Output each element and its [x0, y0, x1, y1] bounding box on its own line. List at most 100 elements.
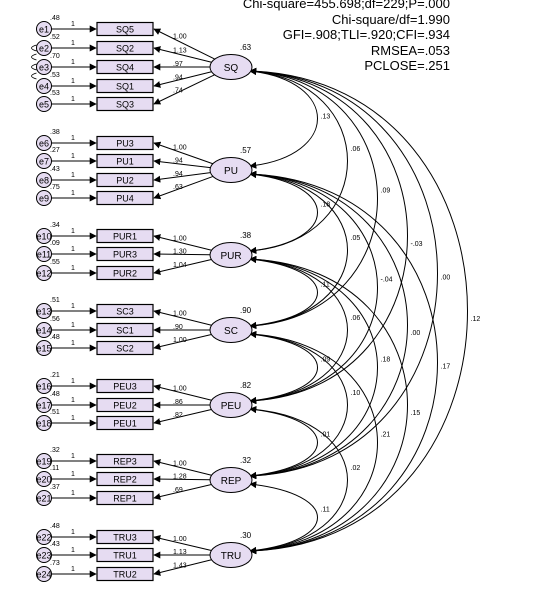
error-variance-label: .51 — [50, 409, 60, 416]
covariance-layer: .13.06.09-.03.00.12.18.05-.04.00.17.11.0… — [249, 67, 480, 555]
error-term-label: e23 — [36, 551, 51, 561]
covariance-label: .11 — [321, 507, 330, 514]
loading-arrow — [153, 46, 212, 63]
latent-ellipse — [209, 157, 253, 183]
indicator-label: SQ3 — [116, 100, 134, 110]
error-variance-label: .48 — [50, 334, 60, 341]
error-term-label: e20 — [36, 475, 51, 485]
error-path-label: 1 — [71, 471, 75, 478]
error-variance-label: .52 — [50, 34, 60, 41]
error-term-label: e1 — [39, 25, 49, 35]
loading-arrow — [153, 384, 212, 401]
latent-variance-label: .32 — [240, 456, 252, 465]
covariance-arrow — [249, 171, 318, 254]
loading-label: 1.00 — [173, 145, 187, 152]
loading-arrow — [153, 141, 214, 165]
covariance-label: .01 — [321, 432, 331, 439]
error-variance-label: .27 — [50, 147, 60, 154]
error-variance-label: .53 — [50, 90, 60, 97]
covariance-arrow — [249, 67, 468, 555]
loading-label: 1.30 — [173, 248, 187, 255]
error-term-circle — [36, 96, 52, 112]
loading-arrow — [153, 250, 211, 258]
error-variance-label: .11 — [50, 465, 59, 472]
latent-label: SQ — [224, 63, 239, 74]
loading-label: .74 — [173, 88, 183, 95]
indicator-label: PU2 — [116, 176, 134, 186]
covariance-arrow — [249, 171, 348, 329]
latent-label: PU — [224, 166, 238, 177]
fit-stat-chi-square: Chi-square=455.698;df=229;P=.000 — [242, 0, 450, 11]
loading-label: 1.13 — [173, 549, 187, 556]
error-term-label: e18 — [36, 419, 51, 429]
covariance-label: -.03 — [411, 241, 423, 248]
loading-arrow — [153, 475, 211, 483]
latent-ellipse — [209, 317, 253, 343]
indicator-label: PU4 — [116, 194, 134, 204]
error-variance-label: .43 — [50, 166, 60, 173]
error-term-circle — [36, 397, 52, 413]
error-term-circle — [36, 340, 52, 356]
indicator-label: PEU3 — [113, 382, 137, 392]
error-variance-label: .75 — [50, 184, 60, 191]
loading-label: .94 — [173, 171, 183, 178]
loading-arrow — [153, 172, 211, 183]
error-term-circle — [36, 190, 52, 206]
covariance-arrow — [249, 255, 378, 480]
loading-arrow — [153, 409, 212, 425]
error-term-circle — [36, 378, 52, 394]
error-term-circle — [36, 547, 52, 563]
covariance-label: .15 — [411, 410, 421, 417]
error-term-circle — [36, 40, 52, 56]
error-term-label: e17 — [36, 401, 51, 411]
error-term-circle — [36, 529, 52, 545]
indicator-box — [96, 228, 154, 244]
latent-variance-label: .30 — [240, 531, 252, 540]
error-path-label: 1 — [71, 529, 75, 536]
loading-arrow — [153, 459, 212, 476]
indicator-box — [96, 135, 154, 151]
error-path-label: 1 — [71, 397, 75, 404]
error-variance-label: .09 — [50, 240, 60, 247]
indicator-box — [96, 21, 154, 37]
covariance-label: -.04 — [381, 277, 393, 284]
indicator-box — [96, 547, 154, 563]
error-term-circle — [36, 453, 52, 469]
covariance-arrow — [249, 68, 318, 169]
error-path-label: 1 — [71, 378, 75, 385]
error-variance-label: .21 — [50, 372, 60, 379]
error-term-label: e11 — [37, 250, 51, 260]
loading-arrow — [153, 158, 211, 169]
error-term-label: e5 — [39, 100, 49, 110]
error-path-label: 1 — [71, 228, 75, 235]
error-path-label: 1 — [71, 303, 75, 310]
covariance-arrow — [249, 405, 348, 555]
error-variance-label: .51 — [50, 297, 60, 304]
covariance-arrow — [249, 406, 318, 479]
covariance-label: .21 — [381, 432, 391, 439]
error-term-circle — [36, 153, 52, 169]
loading-label: 1.43 — [173, 563, 187, 570]
indicator-label: REP1 — [113, 494, 137, 504]
error-path-label: 1 — [71, 415, 75, 422]
error-path-label: 1 — [71, 340, 75, 347]
latent-variance-label: .57 — [240, 146, 252, 155]
indicator-label: SC1 — [116, 326, 134, 336]
covariance-label: .09 — [321, 357, 331, 364]
loading-label: .94 — [173, 158, 183, 165]
covariance-arrow — [249, 331, 318, 404]
error-term-label: e24 — [36, 570, 51, 580]
indicator-label: SQ1 — [116, 82, 134, 92]
indicator-box — [96, 153, 154, 169]
error-term-circle — [36, 322, 52, 338]
error-path-label: 1 — [71, 78, 75, 85]
covariance-label: .00 — [411, 330, 421, 337]
covariance-arrow — [249, 67, 378, 330]
error-path-label: 1 — [71, 190, 75, 197]
loading-arrow — [153, 559, 212, 576]
latent-label: TRU — [221, 551, 242, 562]
covariance-arrow — [249, 256, 318, 329]
error-variance-label: .37 — [50, 484, 60, 491]
indicator-box — [96, 172, 154, 188]
